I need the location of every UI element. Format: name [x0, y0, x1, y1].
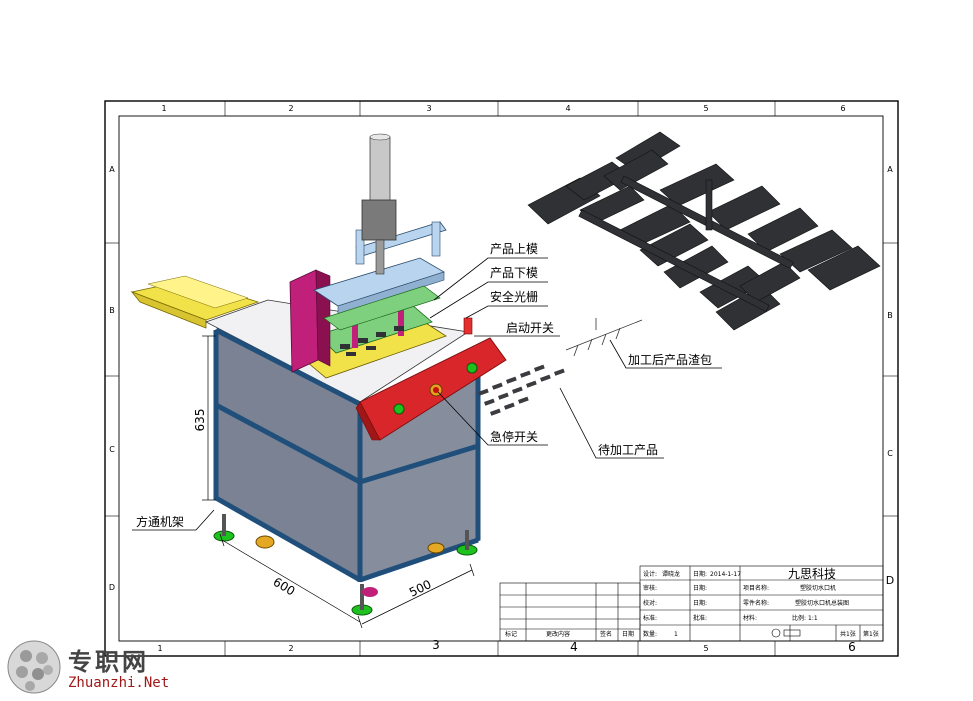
- zone-bottom-1: 1: [157, 644, 162, 653]
- watermark-text-cn: 专职网: [68, 647, 149, 676]
- project-label: 项目名称:: [743, 584, 769, 592]
- beam-post-left: [355, 229, 365, 265]
- proof-label: 校对:: [643, 599, 657, 607]
- dimension-height: 635: [193, 409, 207, 432]
- dimension-depth: 500: [407, 577, 434, 600]
- zone-ticks: [105, 101, 898, 656]
- callout-upper-mold: 产品上模: [490, 242, 538, 256]
- feed-chute-side: [130, 291, 207, 329]
- dimension-lines: [202, 335, 475, 629]
- watermark-globe-icon: [7, 640, 61, 694]
- cylinder-body: [361, 199, 397, 241]
- sheet-count: 共1张: [840, 630, 856, 638]
- punch-plate: [323, 285, 441, 331]
- zone-left-b: B: [109, 306, 115, 315]
- mold-parts: [340, 326, 404, 356]
- qty-label: 数量:: [643, 630, 657, 638]
- cylinder-cap: [369, 133, 391, 141]
- piston-rod: [375, 239, 385, 275]
- zone-bottom-2: 2: [288, 644, 293, 653]
- zone-right-d: D: [886, 574, 894, 587]
- dimension-width: 600: [271, 575, 298, 599]
- beam-post-right: [431, 221, 441, 257]
- air-cylinder: [369, 136, 391, 202]
- scale-label: 比例:: [792, 614, 806, 622]
- callout-leaders: [132, 257, 722, 531]
- rev-col-sign: 签名: [600, 630, 612, 638]
- zone-right-c: C: [887, 449, 893, 458]
- date-value: 2014-1-17: [710, 571, 741, 578]
- proof-date-label: 日期:: [693, 599, 707, 607]
- zone-top-2: 2: [288, 104, 293, 113]
- zone-right-b: B: [887, 311, 893, 320]
- projection-symbol-cone: [783, 629, 801, 637]
- zone-right-a: A: [887, 165, 893, 174]
- callout-lower-mold: 产品下模: [490, 266, 538, 280]
- zone-bottom-4: 4: [570, 640, 578, 654]
- project-name: 塑胶切水口机: [800, 584, 836, 592]
- feed-chute-inner: [147, 275, 249, 309]
- upper-mold-edge: [337, 271, 445, 315]
- rev-col-content: 更改内容: [546, 630, 570, 638]
- guide-column-2: [398, 288, 404, 336]
- zone-top-3: 3: [426, 104, 431, 113]
- company-name: 九思科技: [788, 567, 836, 581]
- checker-label: 审核:: [643, 584, 657, 592]
- callout-start-switch: 启动开关: [506, 321, 554, 335]
- rev-col-mark: 标记: [505, 630, 517, 638]
- part-name: 塑胶切水口机总装图: [795, 599, 849, 607]
- outer-border: [104, 100, 899, 657]
- date-label: 日期:: [693, 570, 707, 578]
- material-label: 材料:: [743, 614, 757, 622]
- frame-tubes: [213, 327, 481, 583]
- designer-label: 设计:: [643, 570, 657, 578]
- zone-top-6: 6: [840, 104, 845, 113]
- zone-left-d: D: [109, 583, 115, 592]
- designer-value: 谭晓龙: [662, 570, 680, 578]
- title-block: 标记 更改内容 签名 日期 设计: 谭晓龙 日期: 2014-1-17 九思科技…: [499, 565, 884, 642]
- zone-bottom-5: 5: [703, 644, 708, 653]
- rev-col-date: 日期: [622, 630, 634, 638]
- product-sprue-illustration: [527, 131, 881, 331]
- control-panel-end: [355, 401, 381, 441]
- scale-value: 1:1: [808, 615, 818, 622]
- callout-frame: 方通机架: [136, 514, 184, 529]
- zone-bottom-6: 6: [848, 640, 856, 654]
- callout-raw-product: 待加工产品: [598, 443, 658, 457]
- zone-left-a: A: [109, 165, 115, 174]
- standard-label: 标准:: [643, 614, 657, 622]
- callout-light-curtain: 安全光栅: [490, 289, 538, 304]
- magenta-side-frame: [289, 269, 319, 373]
- casters: [213, 514, 478, 616]
- projection-symbol: [771, 628, 781, 638]
- watermark-text-en: Zhuanzhi.Net: [68, 675, 170, 691]
- approve-label: 批准:: [693, 614, 707, 622]
- callout-estop: 急停开关: [490, 429, 538, 444]
- raw-products: [478, 364, 565, 416]
- emergency-stop-center: [433, 387, 439, 393]
- start-switch-box: [463, 317, 473, 335]
- callout-sprue: 加工后产品渣包: [628, 353, 712, 367]
- zone-left-c: C: [109, 445, 115, 454]
- zone-top-1: 1: [161, 104, 166, 113]
- part-label: 零件名称:: [743, 599, 769, 607]
- green-button-right: [466, 362, 478, 374]
- zone-top-4: 4: [565, 104, 570, 113]
- zone-bottom-3: 3: [432, 638, 440, 652]
- zone-top-5: 5: [703, 104, 708, 113]
- green-button-left: [393, 403, 405, 415]
- sprue-small: [565, 318, 643, 357]
- checker-date-label: 日期:: [693, 584, 707, 592]
- machine-assembly: [130, 133, 507, 616]
- sheet-page: 第1张: [863, 630, 879, 638]
- qty-value: 1: [674, 631, 678, 638]
